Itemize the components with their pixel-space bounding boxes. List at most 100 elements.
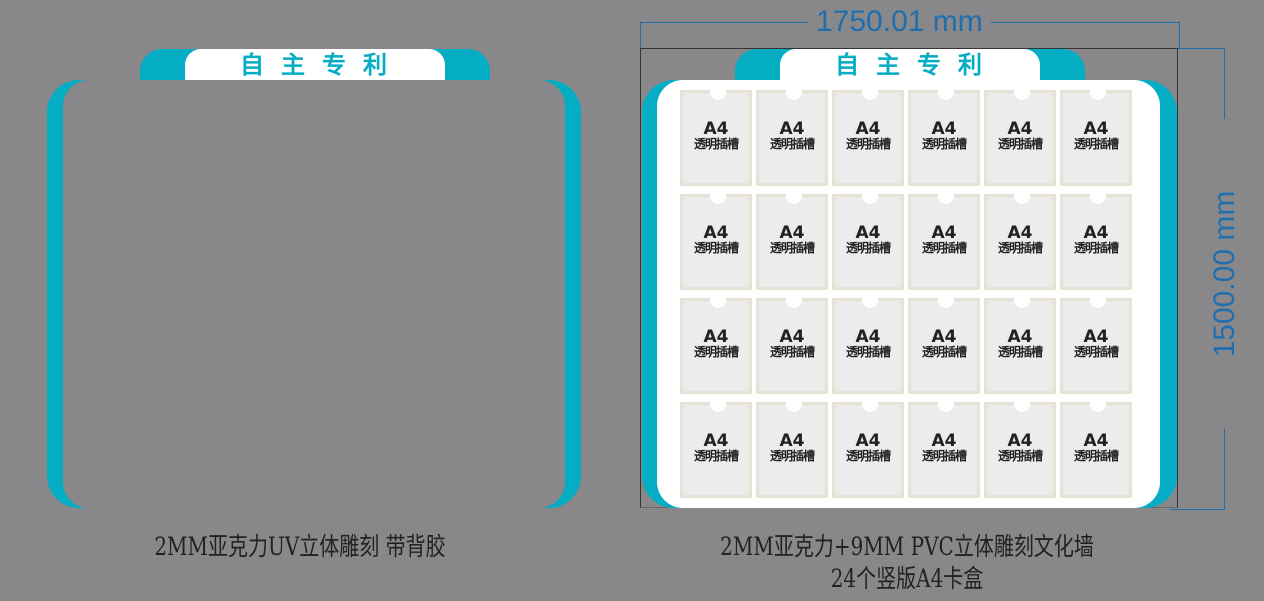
card-desc: 透明插槽	[997, 241, 1043, 255]
card-size-label: A4	[703, 431, 729, 451]
notch	[1014, 90, 1030, 100]
card-size-label: A4	[703, 119, 729, 139]
notch	[786, 90, 802, 100]
card-size-label: A4	[931, 327, 957, 347]
card-desc: 透明插槽	[693, 345, 739, 359]
notch	[862, 298, 878, 308]
notch	[710, 90, 726, 100]
card-desc: 透明插槽	[997, 345, 1043, 359]
left-title: 自主专利	[185, 49, 445, 80]
notch	[710, 194, 726, 204]
card-desc: 透明插槽	[1073, 449, 1119, 463]
card-size-label: A4	[855, 431, 881, 451]
card-desc: 透明插槽	[845, 449, 891, 463]
card-size-label: A4	[1007, 223, 1033, 243]
notch	[1014, 194, 1030, 204]
card-desc: 透明插槽	[1073, 137, 1119, 151]
card-size-label: A4	[1007, 431, 1033, 451]
card-size-label: A4	[931, 431, 957, 451]
card-desc: 透明插槽	[769, 241, 815, 255]
card-desc: 透明插槽	[997, 449, 1043, 463]
card-size-label: A4	[779, 119, 805, 139]
right-caption-line2: 24个竖版A4卡盒	[830, 564, 984, 593]
card-size-label: A4	[779, 431, 805, 451]
card-desc: 透明插槽	[921, 137, 967, 151]
notch	[786, 194, 802, 204]
notch	[786, 402, 802, 412]
notch	[1090, 90, 1106, 100]
height-label: 1500.00 mm	[1208, 119, 1241, 429]
right-caption-line1: 2MM亚克力+9MM PVC立体雕刻文化墙	[720, 532, 1094, 561]
notch	[1090, 194, 1106, 204]
card-desc: 透明插槽	[845, 137, 891, 151]
card-size-label: A4	[1083, 431, 1109, 451]
card-desc: 透明插槽	[921, 449, 967, 463]
notch	[862, 194, 878, 204]
notch	[1014, 402, 1030, 412]
card-size-label: A4	[855, 223, 881, 243]
notch	[938, 90, 954, 100]
card-desc: 透明插槽	[1073, 241, 1119, 255]
width-label: 1750.01 mm	[808, 4, 991, 40]
card-desc: 透明插槽	[769, 449, 815, 463]
notch	[710, 402, 726, 412]
card-size-label: A4	[1083, 327, 1109, 347]
card-desc: 透明插槽	[693, 137, 739, 151]
card-desc: 透明插槽	[997, 137, 1043, 151]
notch	[1090, 402, 1106, 412]
card-desc: 透明插槽	[693, 449, 739, 463]
left-caption: 2MM亚克力UV立体雕刻 带背胶	[154, 532, 446, 561]
left-panel: 自主专利	[47, 49, 581, 509]
notch	[862, 90, 878, 100]
card-desc: 透明插槽	[921, 241, 967, 255]
right-title: 自主专利	[780, 49, 1040, 80]
notch	[786, 298, 802, 308]
notch	[938, 402, 954, 412]
card-size-label: A4	[855, 327, 881, 347]
card-size-label: A4	[1007, 327, 1033, 347]
card-size-label: A4	[855, 119, 881, 139]
card-desc: 透明插槽	[921, 345, 967, 359]
card-size-label: A4	[1083, 119, 1109, 139]
card-size-label: A4	[703, 327, 729, 347]
card-size-label: A4	[931, 119, 957, 139]
card-desc: 透明插槽	[845, 241, 891, 255]
card-size-label: A4	[779, 223, 805, 243]
notch	[938, 298, 954, 308]
card-desc: 透明插槽	[845, 345, 891, 359]
notch	[862, 402, 878, 412]
card-size-label: A4	[931, 223, 957, 243]
card-size-label: A4	[1007, 119, 1033, 139]
card-size-label: A4	[1083, 223, 1109, 243]
notch	[1014, 298, 1030, 308]
card-desc: 透明插槽	[769, 345, 815, 359]
card-desc: 透明插槽	[693, 241, 739, 255]
notch	[710, 298, 726, 308]
card-desc: 透明插槽	[1073, 345, 1119, 359]
notch	[1090, 298, 1106, 308]
card-size-label: A4	[703, 223, 729, 243]
